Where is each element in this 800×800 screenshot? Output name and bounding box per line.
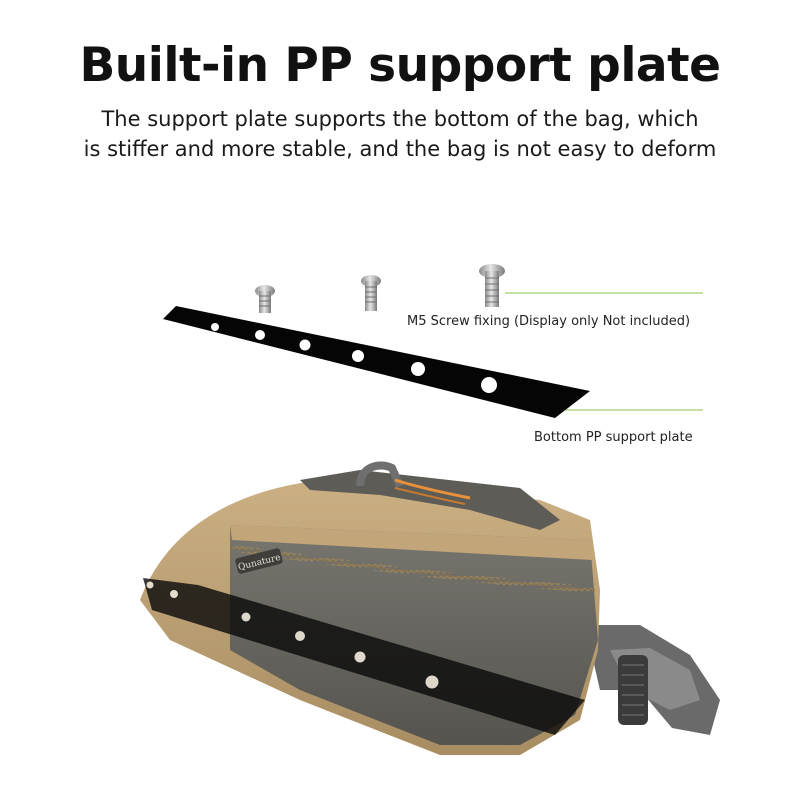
frame-bag: Qunature (140, 461, 720, 755)
screw-1 (255, 285, 275, 313)
screw-callout-label: M5 Screw fixing (Display only Not includ… (407, 314, 691, 329)
plate-callout-label: Bottom PP support plate (534, 430, 693, 445)
page-title: Built-in PP support plate (79, 38, 721, 93)
support-plate (163, 306, 590, 418)
screw-3 (479, 264, 505, 307)
screw-2 (361, 275, 381, 311)
subtitle-line-1: The support plate supports the bottom of… (101, 107, 699, 131)
subtitle-line-2: is stiffer and more stable, and the bag … (83, 137, 717, 161)
plate-in-bag (143, 578, 585, 735)
